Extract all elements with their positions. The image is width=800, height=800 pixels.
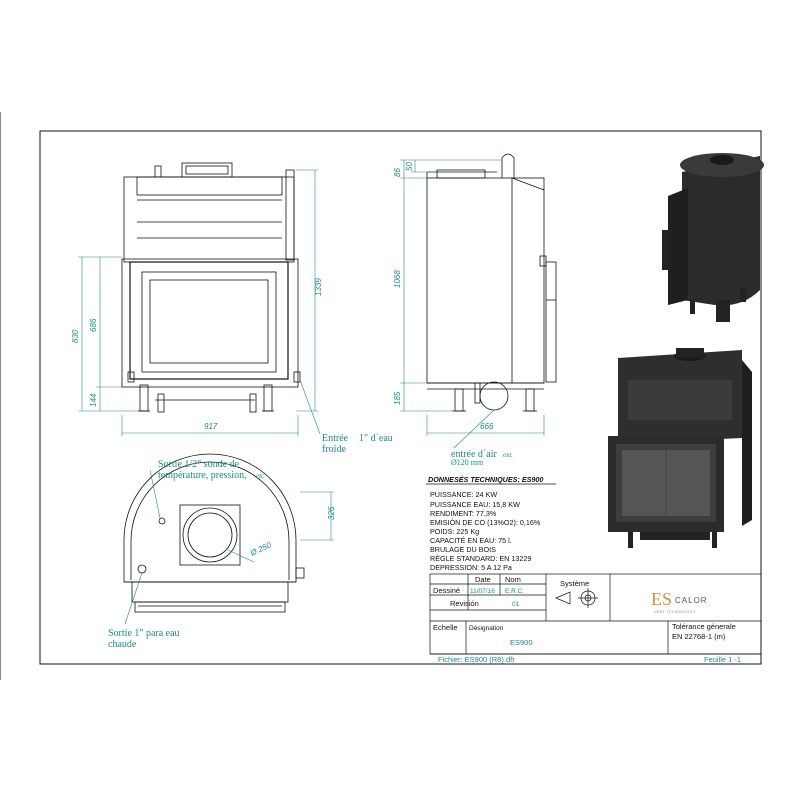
dim-side-bottom-185: 185: [393, 391, 402, 405]
spec-line: BRULAGE DU BOIS: [430, 545, 496, 554]
tb-nom-value: E.R.C.: [505, 588, 524, 595]
tb-date-value: 11/07/16: [470, 588, 495, 595]
escalor-logo: ES CALOR HEAT TECHNOLOGY: [651, 589, 708, 614]
title-block: [429, 573, 762, 655]
dim-front-width: 917: [204, 422, 218, 431]
tb-designation-label: Désignation: [469, 625, 504, 632]
note-water-inlet-3: froide: [322, 444, 346, 455]
tb-revision-label: Revisión: [450, 599, 479, 608]
dim-top-depth: 326: [327, 506, 336, 520]
tb-designation-value: ES900: [510, 638, 533, 647]
front-view-dimensions: [78, 169, 321, 436]
note-air-inlet-ext: ext.: [503, 451, 513, 459]
side-view-dimensions: [400, 159, 545, 449]
logo-tagline: HEAT TECHNOLOGY: [654, 610, 696, 614]
note-sensor-outlet-1: Sortie 1/2" sonde de: [158, 459, 240, 470]
dim-side-top-86: 86: [393, 168, 402, 177]
spec-line: PUISSANCE EAU: 15,8 KW: [430, 500, 520, 509]
dim-side-width: 666: [480, 422, 494, 431]
top-view: [123, 453, 305, 613]
note-water-inlet-2: 1" d´eau: [359, 433, 393, 444]
dim-front-height-144: 144: [89, 393, 98, 407]
dim-top-diameter: Ø 250: [248, 540, 273, 558]
spec-line: DEPRESSION: 5 A 12 Pa: [430, 563, 512, 572]
dim-front-height-686: 686: [89, 318, 98, 332]
dim-side-top-50: 50: [405, 162, 414, 171]
tb-file-label: Fichier: ES900 (R8).dft: [438, 655, 515, 664]
tb-echelle-label: Echelle: [433, 623, 458, 632]
tb-systeme-label: Système: [560, 579, 589, 588]
dim-side-height-1068: 1068: [393, 270, 402, 288]
sheet-border: [39, 130, 762, 665]
side-view: [426, 153, 557, 412]
note-sensor-outlet-2: température, pression,: [158, 470, 247, 481]
logo-es: ES: [651, 589, 672, 609]
tb-row-dessine: Dessiné: [433, 586, 460, 595]
spec-line: EMISIÓN DE CO (13%O2): 0,16%: [430, 518, 541, 527]
tb-col-nom: Nom: [505, 575, 521, 584]
front-view: [121, 162, 301, 413]
spec-line: RENDIMENT: 77,3%: [430, 509, 497, 518]
top-view-dimensions: [124, 469, 334, 625]
spec-line: CAPACITÉ EN EAU: 75 l.: [430, 536, 512, 545]
note-air-inlet-2: Ø120 mm: [451, 458, 484, 467]
logo-calor: CALOR: [675, 596, 708, 605]
spec-line: PUISSANCE: 24 KW: [430, 490, 497, 499]
spec-line: POIDS: 225 Kg: [430, 527, 479, 536]
dim-front-height-830: 830: [71, 329, 80, 343]
render-side-3d: [662, 153, 764, 322]
technical-specs: DONNESÉS TECHNIQUES: ES900 PUISSANCE: 24…: [426, 475, 556, 572]
note-hot-outlet-2: chaude: [108, 639, 137, 650]
tb-tolerance-value: EN 22768-1 (m): [672, 632, 726, 641]
note-hot-outlet-1: Sortie 1" para eau: [108, 628, 180, 639]
tb-revision-value: 01: [512, 601, 520, 608]
note-sensor-outlet-etc: etc: [256, 472, 265, 480]
note-water-inlet-1: Entrée: [322, 433, 349, 444]
render-front-3d: [608, 348, 752, 548]
dim-front-height-total: 1339: [314, 278, 323, 296]
tb-col-date: Date: [475, 575, 491, 584]
tb-tolerance-label: Tolérance génerale: [672, 622, 736, 631]
spec-line: RÈGLE STANDARD: EN 13229: [430, 554, 531, 563]
tb-sheet-label: Feuille 1 -1: [704, 655, 741, 664]
note-air-inlet-1: entrée d´air: [451, 449, 497, 460]
specs-title: DONNESÉS TECHNIQUES: ES900: [428, 475, 543, 484]
